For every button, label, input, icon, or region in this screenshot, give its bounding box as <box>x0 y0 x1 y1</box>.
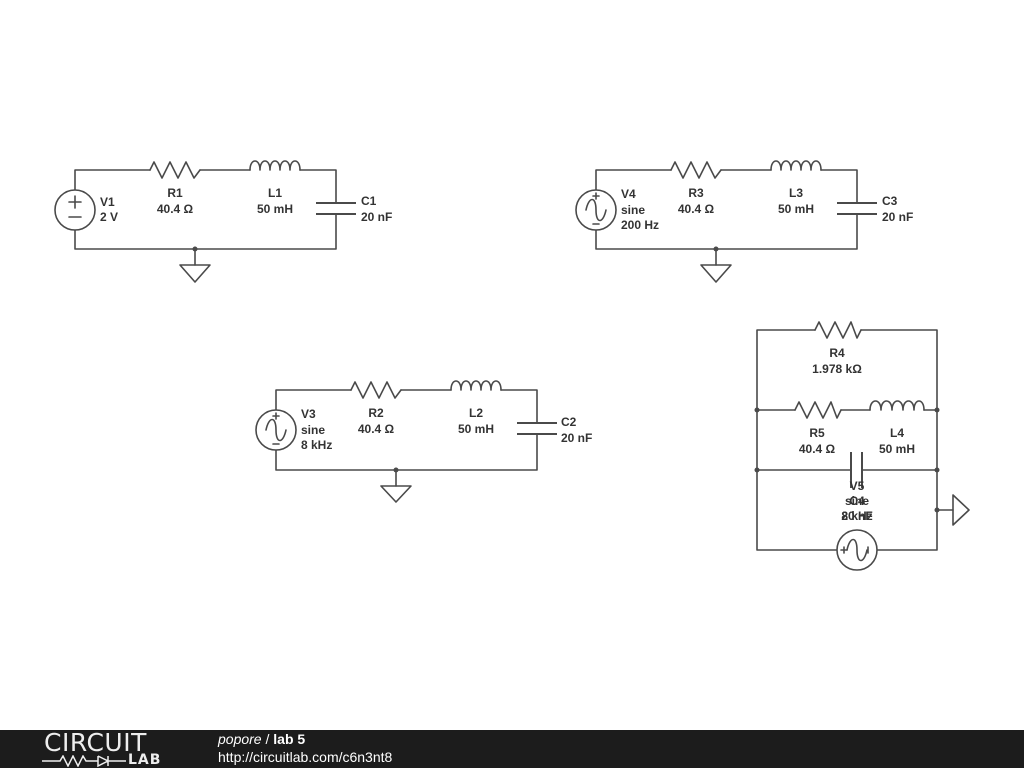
author-link[interactable]: popore <box>218 731 262 747</box>
circuit-1-wires <box>74 169 337 266</box>
r2-value: 40.4 Ω <box>358 422 395 436</box>
ground-icon <box>179 264 211 283</box>
logo-top-text: CIRCUIT <box>44 728 147 757</box>
r5-name: R5 <box>809 426 825 440</box>
v5-type: sine <box>845 494 869 508</box>
c3-name: C3 <box>882 194 898 208</box>
v1-value: 2 V <box>100 210 118 224</box>
v5-frequency: 8 kHz <box>841 509 872 523</box>
v4-type: sine <box>621 203 645 217</box>
l1-name: L1 <box>268 186 282 200</box>
project-title: popore / lab 5 <box>218 731 305 748</box>
r3-symbol[interactable] <box>670 161 722 179</box>
r4-value: 1.978 kΩ <box>812 362 862 376</box>
r3-name: R3 <box>688 186 704 200</box>
v3-frequency: 8 kHz <box>301 438 332 452</box>
l4-symbol[interactable] <box>869 400 925 411</box>
project-url-link[interactable]: http://circuitlab.com/c6n3nt8 <box>218 749 393 765</box>
l3-name: L3 <box>789 186 803 200</box>
circuitlab-logo[interactable]: CIRCUIT LAB <box>40 730 180 768</box>
schematic-canvas: V1 2 V R1 40.4 Ω L1 50 mH C1 20 nF V4 si… <box>54 160 970 571</box>
ground-icon <box>952 494 970 526</box>
v5-name: V5 <box>850 479 865 493</box>
r5-value: 40.4 Ω <box>799 442 836 456</box>
circuit-3: V3 sine 8 kHz R2 40.4 Ω L2 50 mH C2 20 n… <box>255 380 592 503</box>
c1-name: C1 <box>361 194 377 208</box>
v3-name: V3 <box>301 407 316 421</box>
r1-symbol[interactable] <box>149 161 201 179</box>
circuit-2: V4 sine 200 Hz R3 40.4 Ω L3 50 mH C3 20 … <box>575 160 913 283</box>
circuit-4: R4 1.978 kΩ R5 40.4 Ω L4 50 mH V5 C4 sin… <box>754 321 970 571</box>
c2-symbol[interactable] <box>517 422 557 435</box>
v4-ac-source[interactable] <box>575 189 617 231</box>
junction-dot <box>192 246 198 252</box>
c1-value: 20 nF <box>361 210 392 224</box>
junction-dot <box>754 407 760 413</box>
c3-symbol[interactable] <box>837 202 877 215</box>
r5-symbol[interactable] <box>794 401 842 419</box>
c2-name: C2 <box>561 415 577 429</box>
l4-value: 50 mH <box>879 442 915 456</box>
v5-ac-source[interactable] <box>836 529 878 571</box>
v4-frequency: 200 Hz <box>621 218 659 232</box>
project-name: lab 5 <box>273 731 306 747</box>
l1-symbol[interactable] <box>249 160 301 171</box>
ground-icon <box>700 264 732 283</box>
c4-name: C4 <box>849 494 865 508</box>
r4-name: R4 <box>829 346 845 360</box>
junction-dot <box>393 467 399 473</box>
l2-symbol[interactable] <box>450 380 502 391</box>
v1-name: V1 <box>100 195 115 209</box>
r1-name: R1 <box>167 186 183 200</box>
footer-bar: CIRCUIT LAB popore / lab 5 http://circui… <box>0 730 1024 768</box>
title-separator: / <box>261 731 274 747</box>
circuit-3-wires <box>275 389 538 487</box>
r2-symbol[interactable] <box>350 381 402 399</box>
v4-name: V4 <box>621 187 636 201</box>
r1-value: 40.4 Ω <box>157 202 194 216</box>
circuit-4-wires <box>756 329 954 551</box>
l3-value: 50 mH <box>778 202 814 216</box>
v1-dc-source[interactable] <box>54 189 96 231</box>
r4-symbol[interactable] <box>814 321 862 339</box>
junction-dot <box>934 507 940 513</box>
ground-icon <box>380 485 412 503</box>
r2-name: R2 <box>368 406 384 420</box>
circuit-1: V1 2 V R1 40.4 Ω L1 50 mH C1 20 nF <box>54 160 392 283</box>
circuit-2-wires <box>595 169 858 266</box>
c4-symbol[interactable] <box>850 452 863 488</box>
junction-dot <box>754 467 760 473</box>
v3-type: sine <box>301 423 325 437</box>
junction-dot <box>934 407 940 413</box>
c4-value: 20 nF <box>841 509 872 523</box>
c1-symbol[interactable] <box>316 202 356 215</box>
r3-value: 40.4 Ω <box>678 202 715 216</box>
logo-circuit-symbol-icon <box>42 755 126 767</box>
junction-dot <box>934 467 940 473</box>
l2-value: 50 mH <box>458 422 494 436</box>
l4-name: L4 <box>890 426 904 440</box>
l2-name: L2 <box>469 406 483 420</box>
v3-ac-source[interactable] <box>255 409 297 451</box>
c2-value: 20 nF <box>561 431 592 445</box>
logo-bottom-text: LAB <box>128 752 162 768</box>
l3-symbol[interactable] <box>770 160 822 171</box>
c3-value: 20 nF <box>882 210 913 224</box>
l1-value: 50 mH <box>257 202 293 216</box>
junction-dot <box>713 246 719 252</box>
